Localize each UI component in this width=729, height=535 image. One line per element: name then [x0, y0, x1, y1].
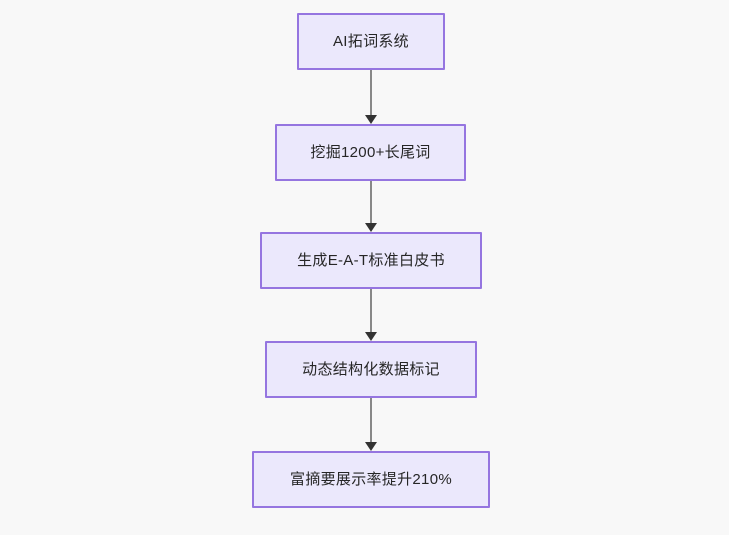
flow-edge-3: [365, 289, 377, 341]
edge-line: [370, 398, 372, 443]
flow-node-generate-eat-whitepaper[interactable]: 生成E-A-T标准白皮书: [260, 232, 482, 289]
flow-node-label: 挖掘1200+长尾词: [310, 143, 431, 161]
flow-node-dynamic-structured-data[interactable]: 动态结构化数据标记: [265, 341, 477, 398]
flow-edge-1: [365, 70, 377, 124]
edge-line: [370, 181, 372, 224]
edge-line: [370, 289, 372, 333]
flow-node-label: AI拓词系统: [333, 32, 409, 50]
flow-edge-4: [365, 398, 377, 451]
flow-node-label: 富摘要展示率提升210%: [290, 470, 452, 488]
arrow-down-icon: [365, 223, 377, 232]
flow-node-mine-longtail-keywords[interactable]: 挖掘1200+长尾词: [275, 124, 466, 181]
flow-node-label: 动态结构化数据标记: [302, 360, 440, 378]
arrow-down-icon: [365, 115, 377, 124]
flow-node-ai-keyword-system[interactable]: AI拓词系统: [297, 13, 445, 70]
flow-node-label: 生成E-A-T标准白皮书: [297, 251, 445, 269]
arrow-down-icon: [365, 442, 377, 451]
flow-edge-2: [365, 181, 377, 232]
edge-line: [370, 70, 372, 116]
arrow-down-icon: [365, 332, 377, 341]
flow-node-rich-snippet-result[interactable]: 富摘要展示率提升210%: [252, 451, 490, 508]
